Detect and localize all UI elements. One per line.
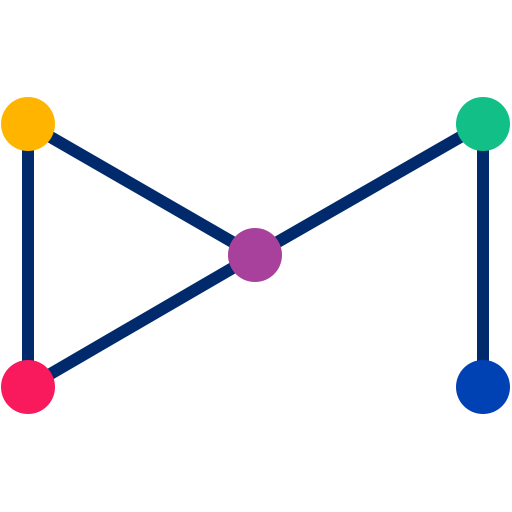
node-n1 [1,97,55,151]
edges-group [22,118,489,393]
nodes-group [1,97,510,414]
edge-n3-n4 [252,118,486,261]
edge-n1-n3 [25,118,258,261]
node-n2 [1,360,55,414]
node-n4 [456,97,510,151]
node-n3 [228,228,282,282]
node-n5 [456,360,510,414]
edge-n2-n3 [24,249,259,393]
